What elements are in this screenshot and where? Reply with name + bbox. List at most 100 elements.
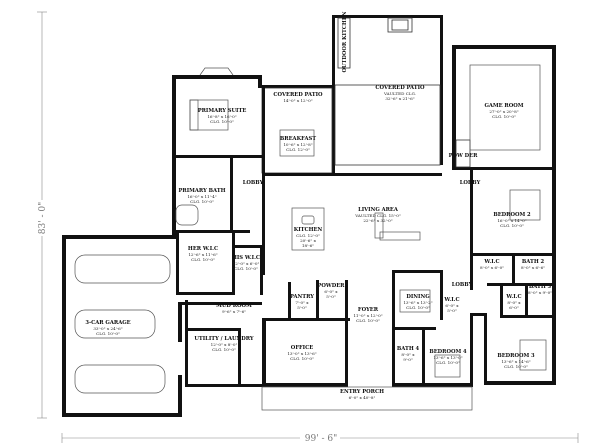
svg-text:8'-0" x: 8'-0" x bbox=[507, 300, 521, 305]
svg-text:LOBBY: LOBBY bbox=[243, 180, 264, 186]
interior-walls bbox=[172, 85, 556, 387]
overall-dimensions: 99' - 6" 83' - 0" bbox=[36, 11, 579, 444]
svg-text:FOYER: FOYER bbox=[358, 307, 379, 313]
svg-text:13'-6" x 13'-2": 13'-6" x 13'-2" bbox=[403, 300, 432, 305]
room-office: OFFICE 13'-0" x 13'-6" CLG. 10'-0" bbox=[287, 345, 316, 361]
svg-text:11'-0" x 12'-0": 11'-0" x 12'-0" bbox=[353, 313, 382, 318]
svg-text:8'-0" x 6'-6": 8'-0" x 6'-6" bbox=[521, 265, 545, 270]
svg-text:DINING: DINING bbox=[406, 294, 430, 300]
svg-text:6'-0" x 40'-8": 6'-0" x 40'-8" bbox=[349, 395, 376, 400]
svg-text:GAME ROOM: GAME ROOM bbox=[484, 103, 523, 109]
room-bedroom-4: BEDROOM 4 13'-6" x 13'-0" CLG. 10'-0" bbox=[429, 349, 467, 365]
svg-text:HER W.I.C: HER W.I.C bbox=[188, 246, 218, 252]
room-labels: COVERED PATIO 14'-0" x 12'-0" COVERED PA… bbox=[85, 11, 552, 400]
svg-text:13'-6" x 13'-0": 13'-6" x 13'-0" bbox=[433, 355, 462, 360]
room-her-wic: HER W.I.C 12'-6" x 11'-6" CLG. 10'-0" bbox=[188, 246, 218, 262]
svg-text:CLG. 12'-0": CLG. 12'-0" bbox=[296, 233, 320, 238]
svg-text:CLG. 10'-0": CLG. 10'-0" bbox=[436, 360, 460, 365]
svg-text:VAULTED CLG. 15'-0": VAULTED CLG. 15'-0" bbox=[354, 213, 401, 218]
room-primary-suite: PRIMARY SUITE 16'-8" x 16'-0" CLG. 10'-0… bbox=[198, 108, 247, 124]
room-covered-patio-right: COVERED PATIO VAULTED CLG. 32'-6" x 21'-… bbox=[375, 85, 425, 101]
svg-text:CLG. 10'-0": CLG. 10'-0" bbox=[492, 114, 516, 119]
room-lobby-right: LOBBY bbox=[460, 180, 481, 186]
svg-text:5'-0": 5'-0" bbox=[326, 294, 336, 299]
room-bedroom-2: BEDROOM 2 16'-0" x 14'-0" CLG. 10'-0" bbox=[493, 212, 531, 228]
svg-text:13'-0" x 13'-6": 13'-0" x 13'-6" bbox=[287, 351, 316, 356]
svg-text:5'-0": 5'-0" bbox=[297, 305, 307, 310]
svg-text:BEDROOM 4: BEDROOM 4 bbox=[429, 349, 467, 355]
svg-text:ENTRY PORCH: ENTRY PORCH bbox=[340, 389, 384, 395]
svg-text:CLG. 10'-0": CLG. 10'-0" bbox=[504, 364, 528, 369]
svg-text:LOBBY: LOBBY bbox=[452, 282, 473, 288]
svg-text:9'-6" x 7'-6": 9'-6" x 7'-6" bbox=[222, 309, 246, 314]
svg-text:12'-0" x 8'-0": 12'-0" x 8'-0" bbox=[211, 342, 238, 347]
svg-text:CLG. 10'-0": CLG. 10'-0" bbox=[234, 266, 258, 271]
svg-text:16'-8" x 16'-0": 16'-8" x 16'-0" bbox=[207, 114, 236, 119]
room-lobby-left: LOBBY bbox=[243, 180, 264, 186]
svg-text:LIVING AREA: LIVING AREA bbox=[358, 207, 399, 213]
svg-text:CLG. 10'-0": CLG. 10'-0" bbox=[191, 257, 215, 262]
svg-text:CLG. 10'-0": CLG. 10'-0" bbox=[96, 331, 120, 336]
svg-text:10'-6" x 12'-8": 10'-6" x 12'-8" bbox=[283, 142, 312, 147]
room-bath-2: BATH 2 8'-0" x 6'-6" bbox=[521, 259, 545, 270]
svg-text:6'-0": 6'-0" bbox=[509, 305, 519, 310]
room-his-wic: HIS W.I.C 12'-0" x 6'-0" CLG. 10'-0" bbox=[232, 255, 260, 271]
svg-text:18'-6": 18'-6" bbox=[302, 243, 314, 248]
svg-text:W.I.C: W.I.C bbox=[505, 294, 521, 300]
svg-text:3-CAR GARAGE: 3-CAR GARAGE bbox=[85, 320, 130, 326]
svg-text:12'-0" x 6'-0": 12'-0" x 6'-0" bbox=[233, 261, 260, 266]
room-dining: DINING 13'-6" x 13'-2" CLG. 10'-0" bbox=[403, 294, 432, 310]
svg-text:LOBBY: LOBBY bbox=[460, 180, 481, 186]
room-game-room: GAME ROOM 27'-0" x 20'-8" CLG. 10'-0" bbox=[484, 103, 523, 119]
svg-text:HIS W.I.C: HIS W.I.C bbox=[232, 255, 260, 261]
svg-text:20'-6" x: 20'-6" x bbox=[300, 238, 317, 243]
room-garage: 3-CAR GARAGE 33'-0" x 24'-6" CLG. 10'-0" bbox=[85, 320, 130, 336]
svg-text:BATH 3: BATH 3 bbox=[529, 284, 552, 290]
svg-text:6'-0" x: 6'-0" x bbox=[445, 303, 459, 308]
svg-text:CLG. 10'-0": CLG. 10'-0" bbox=[290, 356, 314, 361]
room-pantry: PANTRY 7'-0" x 5'-0" bbox=[290, 294, 314, 310]
svg-text:16'-0" x 14'-0": 16'-0" x 14'-0" bbox=[497, 218, 526, 223]
svg-text:9'-0": 9'-0" bbox=[403, 357, 413, 362]
svg-text:8'-0" x 6'-0": 8'-0" x 6'-0" bbox=[480, 265, 504, 270]
room-lobby-lower: LOBBY bbox=[452, 282, 473, 288]
room-bedroom-3: BEDROOM 3 13'-6" x 14'-6" CLG. 10'-0" bbox=[497, 353, 535, 369]
room-breakfast: BREAKFAST 10'-6" x 12'-8" CLG. 12'-0" bbox=[280, 136, 316, 152]
svg-text:12'-6" x 11'-6": 12'-6" x 11'-6" bbox=[188, 252, 217, 257]
svg-text:VAULTED CLG.: VAULTED CLG. bbox=[383, 91, 416, 96]
svg-text:27'-0" x 20'-8": 27'-0" x 20'-8" bbox=[489, 109, 518, 114]
svg-text:POW DER: POW DER bbox=[449, 153, 479, 159]
svg-text:UTILITY / LAUNDRY: UTILITY / LAUNDRY bbox=[194, 336, 254, 342]
room-kitchen: KITCHEN CLG. 12'-0" 20'-6" x 18'-6" bbox=[294, 227, 323, 248]
svg-text:OFFICE: OFFICE bbox=[291, 345, 313, 351]
svg-text:7'-0" x: 7'-0" x bbox=[295, 300, 309, 305]
room-wic-br3: W.I.C 8'-0" x 6'-0" bbox=[505, 294, 521, 310]
svg-text:CLG. 10'-0": CLG. 10'-0" bbox=[210, 119, 234, 124]
svg-text:33'-0" x 24'-6": 33'-0" x 24'-6" bbox=[93, 326, 122, 331]
svg-text:CLG. 10'-0": CLG. 10'-0" bbox=[212, 347, 236, 352]
fixtures bbox=[74, 64, 547, 411]
room-utility: UTILITY / LAUNDRY 12'-0" x 8'-0" CLG. 10… bbox=[194, 336, 254, 352]
svg-text:CLG. 10'-0": CLG. 10'-0" bbox=[500, 223, 524, 228]
svg-text:OUTDOOR KITCHEN: OUTDOOR KITCHEN bbox=[342, 11, 348, 72]
svg-text:COVERED PATIO: COVERED PATIO bbox=[375, 85, 425, 91]
svg-text:COVERED PATIO: COVERED PATIO bbox=[273, 92, 323, 98]
overall-width-label: 99' - 6" bbox=[305, 434, 338, 444]
svg-text:14'-0" x 12'-0": 14'-0" x 12'-0" bbox=[283, 98, 312, 103]
svg-text:CLG. 10'-0": CLG. 10'-0" bbox=[190, 199, 214, 204]
svg-text:BEDROOM 3: BEDROOM 3 bbox=[497, 353, 535, 359]
svg-text:BREAKFAST: BREAKFAST bbox=[280, 136, 316, 142]
svg-text:CLG. 10'-0": CLG. 10'-0" bbox=[406, 305, 430, 310]
svg-text:POWDER: POWDER bbox=[317, 283, 345, 289]
svg-text:BATH 2: BATH 2 bbox=[522, 259, 545, 265]
svg-text:22'-6" x 32'-0": 22'-6" x 32'-0" bbox=[363, 218, 392, 223]
svg-text:6'-0" x: 6'-0" x bbox=[324, 289, 338, 294]
svg-text:13'-6" x 14'-6": 13'-6" x 14'-6" bbox=[501, 359, 530, 364]
svg-text:W.I.C: W.I.C bbox=[443, 297, 459, 303]
svg-text:8'-0" x 9'-0": 8'-0" x 9'-0" bbox=[528, 290, 552, 295]
svg-text:W.I.C: W.I.C bbox=[483, 259, 499, 265]
room-covered-patio-left: COVERED PATIO 14'-0" x 12'-0" bbox=[273, 92, 323, 103]
svg-text:CLG. 10'-0": CLG. 10'-0" bbox=[356, 318, 380, 323]
svg-text:PRIMARY SUITE: PRIMARY SUITE bbox=[198, 108, 247, 114]
